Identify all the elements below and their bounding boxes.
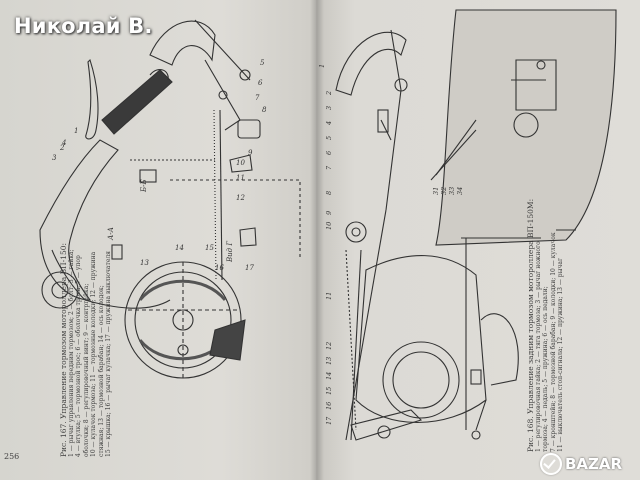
- logo-text: BAZAR: [565, 455, 623, 473]
- svg-text:16: 16: [215, 264, 224, 272]
- svg-text:Вид Г: Вид Г: [226, 241, 234, 263]
- checkmark-circle-icon: [540, 453, 562, 475]
- page-number: 256: [4, 452, 20, 461]
- svg-text:9: 9: [248, 149, 253, 157]
- svg-text:8: 8: [325, 191, 333, 195]
- svg-text:8: 8: [262, 106, 267, 114]
- left-caption-line: 10 — кулачок тормоза; 11 — тормозные кол…: [90, 251, 97, 457]
- svg-text:2: 2: [325, 91, 333, 96]
- left-figure-caption: Рис. 167. Управление тормозом мотороллер…: [59, 242, 113, 457]
- svg-text:16: 16: [325, 402, 333, 410]
- left-caption-line: 4 — втулка; 5 — тормозной трос; 6 — обол…: [75, 255, 82, 457]
- svg-text:17: 17: [245, 264, 254, 272]
- svg-text:10: 10: [236, 159, 245, 167]
- svg-text:4: 4: [61, 139, 66, 147]
- svg-text:15: 15: [325, 387, 333, 395]
- svg-text:32: 32: [440, 187, 448, 195]
- right-caption-title: Рис. 168. Управление задним тормозом мот…: [526, 198, 535, 452]
- svg-text:5: 5: [260, 59, 265, 67]
- svg-text:4: 4: [325, 121, 333, 126]
- svg-text:6: 6: [258, 79, 263, 87]
- svg-text:13: 13: [140, 259, 149, 267]
- right-caption-line: 7 — кронштейн; 8 — тормозной барабан; 9 …: [549, 232, 557, 452]
- author-watermark: Николай В.: [14, 14, 153, 38]
- svg-text:15: 15: [205, 244, 214, 252]
- svg-text:Б-Б: Б-Б: [140, 179, 148, 193]
- svg-text:31: 31: [432, 187, 440, 195]
- svg-text:9: 9: [325, 211, 333, 215]
- site-logo: BAZAR: [540, 452, 622, 476]
- right-brake-diagram: 1 2 3 4 5 6 7 8 9 10 11 12 13 14 15 16 1…: [318, 9, 617, 441]
- svg-text:11: 11: [325, 292, 333, 300]
- svg-text:12: 12: [236, 194, 245, 202]
- svg-text:13: 13: [325, 357, 333, 365]
- svg-text:17: 17: [325, 416, 333, 425]
- book-gutter: [310, 0, 324, 480]
- svg-text:1: 1: [318, 64, 326, 68]
- svg-text:2: 2: [59, 144, 65, 152]
- svg-text:14: 14: [175, 244, 184, 252]
- svg-text:7: 7: [325, 165, 333, 170]
- right-figure-caption: Рис. 168. Управление задним тормозом мот…: [526, 198, 565, 452]
- left-caption-line: стяжная; 13 — тормозной барабан; 14 — ос…: [97, 285, 105, 457]
- right-caption-line: 1 — регулировочная гайка; 2 — тяга тормо…: [534, 241, 542, 452]
- svg-text:12: 12: [325, 342, 333, 350]
- svg-text:11: 11: [236, 174, 245, 182]
- right-caption-line: 11 — выключатель стоп-сигнала; 12 — пруж…: [557, 257, 564, 452]
- svg-text:3: 3: [52, 154, 57, 162]
- svg-text:7: 7: [255, 94, 260, 102]
- svg-text:1: 1: [74, 127, 78, 135]
- svg-text:А-А: А-А: [107, 227, 115, 241]
- svg-text:3: 3: [325, 106, 333, 110]
- left-caption-line: оболочки; 8 — регулировочный винт; 9 — к…: [82, 283, 90, 457]
- svg-text:34: 34: [456, 187, 464, 195]
- svg-text:6: 6: [325, 151, 333, 155]
- left-caption-line: 15 — крышка; 16 — рычаг кулачка; 17 — пр…: [105, 251, 112, 457]
- left-caption-line: 1 — рычаг управления передним тормозом; …: [67, 249, 75, 457]
- svg-text:33: 33: [448, 187, 456, 195]
- left-caption-title: Рис. 167. Управление тормозом мотороллер…: [59, 242, 68, 457]
- svg-text:10: 10: [325, 222, 333, 230]
- svg-text:5: 5: [325, 136, 333, 140]
- svg-text:14: 14: [325, 372, 333, 380]
- right-caption-line: тормоза; 4 — педаль; 5 — пружина; 6 — ос…: [542, 286, 549, 452]
